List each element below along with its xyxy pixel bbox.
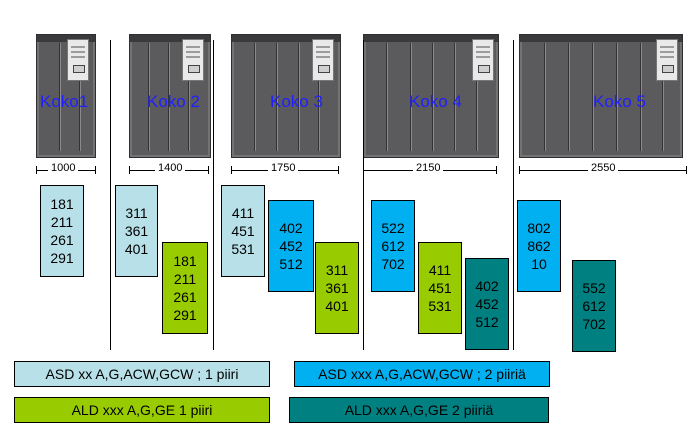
cabinet-koko2 bbox=[129, 34, 211, 158]
cabinet-koko3 bbox=[231, 34, 341, 158]
column-divider bbox=[110, 40, 111, 350]
size-label: Koko 5 bbox=[593, 92, 646, 111]
control-panel-icon bbox=[312, 39, 334, 81]
legend-asd-2-circuits: ASD xxx A,G,ACW,GCW ; 2 piiriä bbox=[294, 361, 550, 387]
control-panel-icon bbox=[656, 39, 678, 81]
legend-asd-1-circuit: ASD xx A,G,ACW,GCW ; 1 piiri bbox=[14, 361, 270, 387]
dimension-label: 1000 bbox=[48, 162, 79, 174]
column-divider bbox=[513, 40, 514, 350]
legend-ald-1-circuit: ALD xxx A,G,GE 1 piiri bbox=[14, 397, 270, 423]
column-divider bbox=[363, 40, 364, 350]
column-divider bbox=[213, 40, 214, 350]
size-label: Koko 3 bbox=[270, 92, 323, 111]
cabinet-koko4 bbox=[363, 34, 499, 158]
dimension-label: 2150 bbox=[413, 162, 444, 174]
legend-ald-2-circuits: ALD xxx A,G,GE 2 piiriä bbox=[289, 397, 549, 423]
control-panel-icon bbox=[67, 39, 89, 81]
size-label: Koko 4 bbox=[409, 92, 462, 111]
dimension-label: 2550 bbox=[588, 162, 619, 174]
control-panel-icon bbox=[182, 39, 204, 81]
size-label: Koko1 bbox=[40, 92, 89, 111]
cabinet-koko1 bbox=[36, 34, 96, 158]
dimension-label: 1400 bbox=[155, 162, 186, 174]
size-label: Koko 2 bbox=[147, 92, 200, 111]
cabinet-koko5 bbox=[519, 34, 683, 158]
dimension-label: 1750 bbox=[268, 162, 299, 174]
control-panel-icon bbox=[472, 39, 494, 81]
